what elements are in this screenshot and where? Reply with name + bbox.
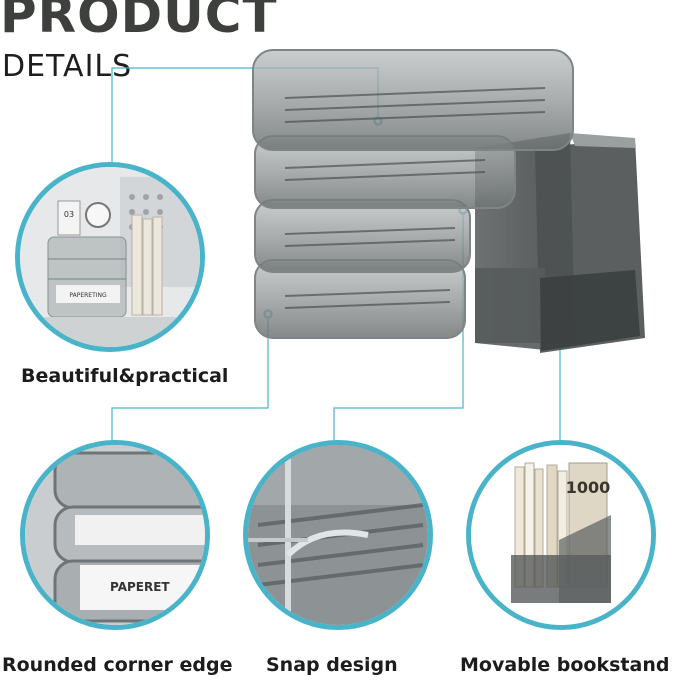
product-stacked-trays-image [252,49,645,353]
snap-design-closeup-circle [243,440,433,630]
page-title: PRODUCT [0,0,278,44]
feature-label-beautiful: Beautiful&practical [21,365,229,387]
feature-label-snap-design: Snap design [266,654,398,676]
book-label-a: PAPERETING [69,292,107,299]
feature-label-movable-bookstand: Movable bookstand [460,654,670,676]
book-label-b: PAPERET [110,580,170,594]
rounded-corner-closeup-circle: PAPERET [20,440,210,630]
page-subtitle: DETAILS [2,49,133,84]
book-cover-number: 1000 [566,478,611,497]
feature-label-rounded-corner: Rounded corner edge [2,654,233,676]
clock-number: 03 [64,210,74,219]
lifestyle-photo-circle: 03 PAPERETING [15,162,205,352]
bookstand-photo-circle: 1000 [466,440,656,630]
